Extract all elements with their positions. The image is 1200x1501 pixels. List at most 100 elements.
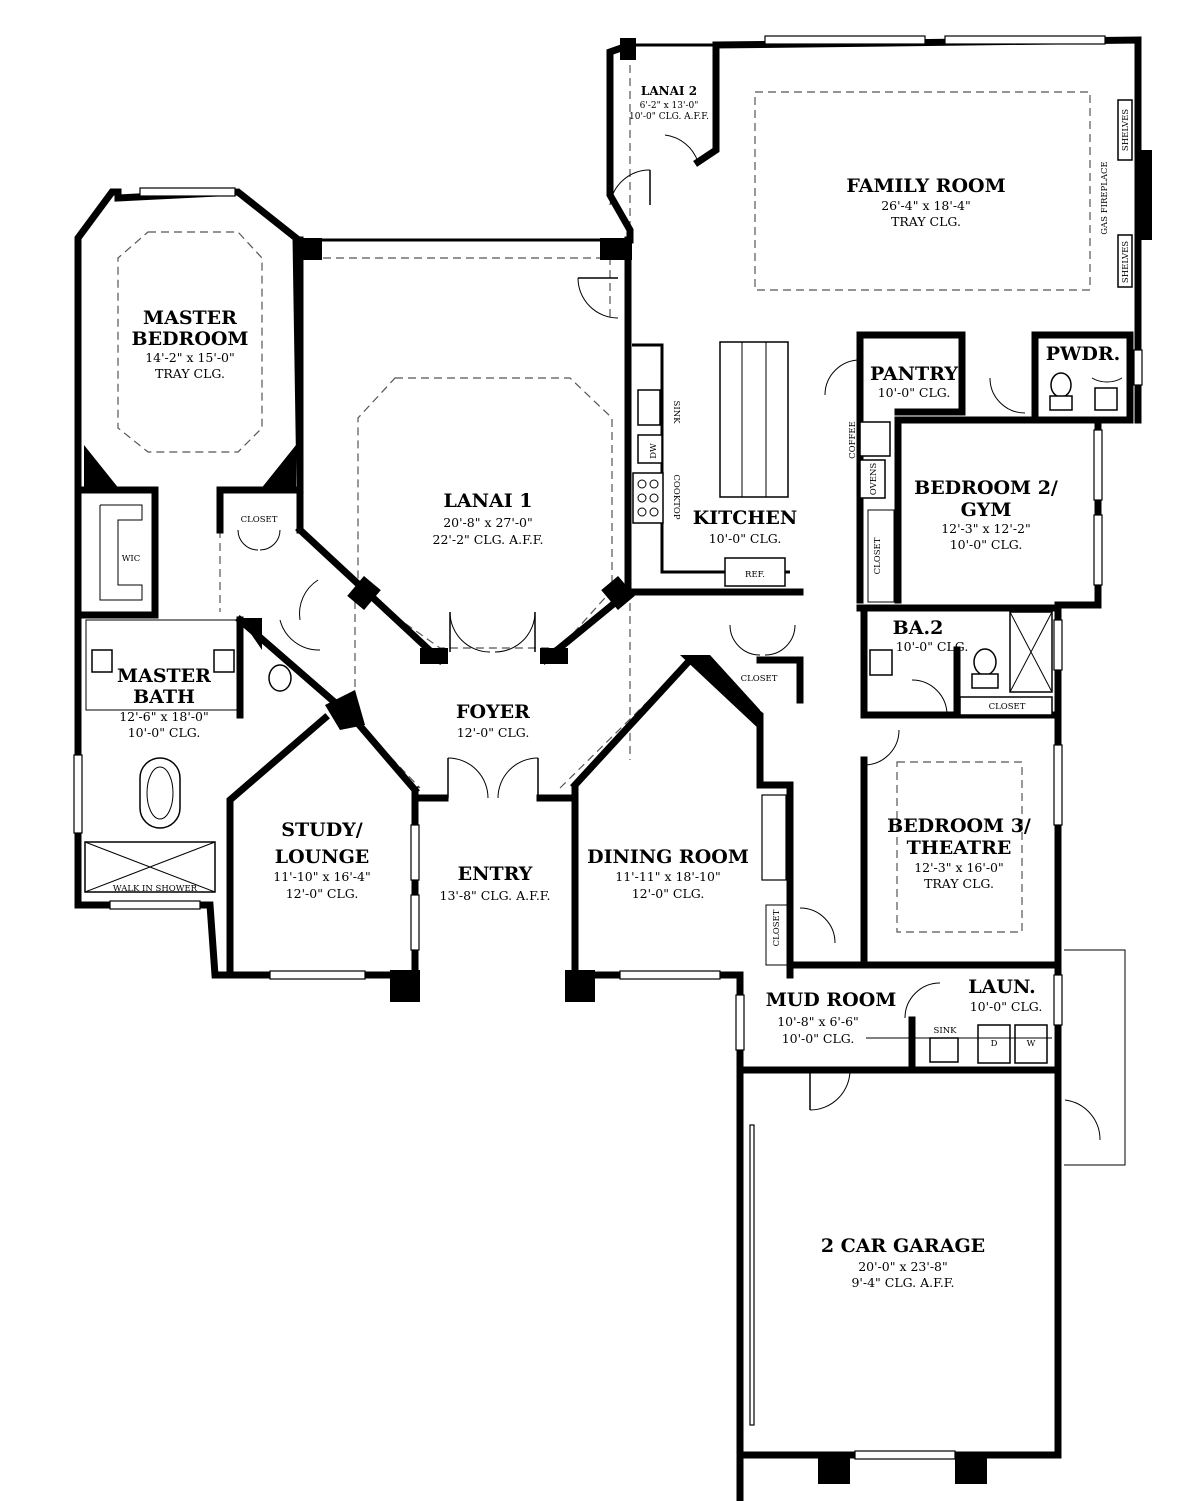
washer [1014, 1024, 1048, 1064]
toilet [973, 648, 997, 676]
study-name-2: LOUNGE [275, 846, 370, 868]
kitchen-clg: 10'-0" CLG. [709, 531, 782, 546]
window [139, 187, 236, 197]
vanity-outline [85, 619, 241, 711]
door-swing [609, 169, 651, 206]
pillar [540, 648, 568, 664]
garage-porch [1064, 949, 1126, 1166]
bedroom3-clg: TRAY CLG. [924, 876, 994, 891]
foyer-edge-right [559, 659, 691, 789]
dryer-label: D [991, 1039, 998, 1049]
lanai2-west-wall [606, 40, 635, 244]
entry-clg: 13'-8" CLG. A.F.F. [440, 888, 551, 903]
door-swing [237, 529, 259, 551]
master-bedroom-name-2: BEDROOM [132, 328, 249, 350]
window [761, 794, 787, 881]
master-bedroom-dim: 14'-2" x 15'-0" [145, 350, 235, 365]
pillar [620, 38, 636, 60]
door-swing [904, 982, 941, 1019]
sink-label-kitchen: SINK [671, 401, 681, 425]
pillar [600, 238, 632, 260]
tub-basin [146, 766, 174, 820]
door-swing [577, 277, 619, 319]
shelves-label-south: SHELVES [1121, 241, 1131, 283]
door-swing [863, 729, 900, 766]
family-room-name: FAMILY ROOM [846, 175, 1005, 197]
lanai1-dim: 20'-8" x 27'-0" [443, 515, 533, 530]
foyer-name: FOYER [456, 701, 530, 723]
window [854, 1450, 956, 1460]
lanai1-clg: 22'-2" CLG. A.F.F. [433, 532, 544, 547]
pillar [240, 618, 262, 650]
door-swing [799, 907, 836, 944]
garage-clg: 9'-4" CLG. A.F.F. [851, 1275, 954, 1290]
pillar [818, 1452, 850, 1484]
mud-room-clg: 10'-0" CLG. [782, 1031, 855, 1046]
fixtures [84, 99, 1133, 1064]
doors [237, 134, 1126, 1166]
master-bedroom-clg: TRAY CLG. [155, 366, 225, 381]
pillar [565, 970, 595, 1002]
window [1053, 974, 1063, 1026]
pillar [260, 445, 296, 490]
window [410, 824, 420, 881]
ovens [859, 459, 886, 499]
bath-sink [213, 649, 235, 673]
coffee-station [859, 421, 891, 457]
coffee-label: COFFEE [848, 421, 858, 459]
windows [73, 35, 1143, 1460]
pillar [680, 655, 760, 730]
washer-label: W [1027, 1039, 1036, 1049]
kitchen-sink [637, 389, 661, 426]
cooktop-icon [632, 472, 664, 524]
closet-label-master: CLOSET [241, 515, 278, 525]
master-bath-dim: 12'-6" x 18'-0" [119, 709, 209, 724]
master-bath-name-1: MASTER [117, 665, 211, 687]
bedroom3-tray-outline [896, 761, 1023, 933]
lanai-outline [357, 377, 613, 649]
garage-door-line [749, 1124, 755, 1426]
ovens-label: OVENS [869, 463, 879, 496]
closet-label-dining-small: CLOSET [772, 909, 782, 946]
closet-label-bedroom2: CLOSET [873, 537, 883, 574]
sink-label-laundry: SINK [934, 1026, 958, 1036]
garage-dim: 20'-0" x 23'-8" [858, 1259, 948, 1274]
closet-label-ba2: CLOSET [989, 702, 1026, 712]
window [410, 894, 420, 951]
pillar [420, 648, 448, 664]
lanai2-dim: 6'-2" x 13'-0" [640, 101, 699, 111]
bedroom3-dim: 12'-3" x 16'-0" [914, 860, 1004, 875]
pillar [325, 690, 365, 730]
ba2-closet [959, 696, 1053, 716]
refrigerator [724, 557, 786, 587]
door-swing [729, 624, 761, 656]
shelves-label-north: SHELVES [1121, 109, 1131, 151]
bedroom3-name-2: THEATRE [907, 837, 1012, 859]
door-swing [1091, 377, 1123, 383]
window [1053, 619, 1063, 671]
pillar [601, 575, 635, 611]
bedroom3-name-1: BEDROOM 3/ [887, 815, 1031, 837]
master-bedroom-wall [74, 188, 304, 909]
master-tray-outline [117, 231, 263, 453]
laundry-name: LAUN. [968, 976, 1035, 998]
bedroom2-dim: 12'-3" x 12'-2" [941, 521, 1031, 536]
lanai2-clg: 10'-0" CLG. A.F.F. [629, 112, 709, 122]
window [944, 35, 1106, 45]
wic-shelves [99, 504, 143, 601]
study-clg: 12'-0" CLG. [286, 886, 359, 901]
pantry-clg: 10'-0" CLG. [878, 385, 951, 400]
door-swing [494, 611, 536, 653]
lanai2-name: LANAI 2 [641, 84, 697, 98]
dw-label: DW [649, 443, 659, 459]
lanai2-east-wall [693, 41, 720, 167]
dishwasher [637, 434, 663, 464]
ba2-sink [869, 649, 893, 676]
master-bath-clg: 10'-0" CLG. [128, 725, 201, 740]
room-labels: MASTER BEDROOM 14'-2" x 15'-0" TRAY CLG.… [117, 84, 1120, 1290]
powder-sink [1094, 387, 1118, 411]
bedroom2-name-2: GYM [961, 499, 1012, 521]
door-swing [764, 624, 796, 656]
door-swing [989, 377, 1026, 414]
door-swing [299, 579, 319, 621]
